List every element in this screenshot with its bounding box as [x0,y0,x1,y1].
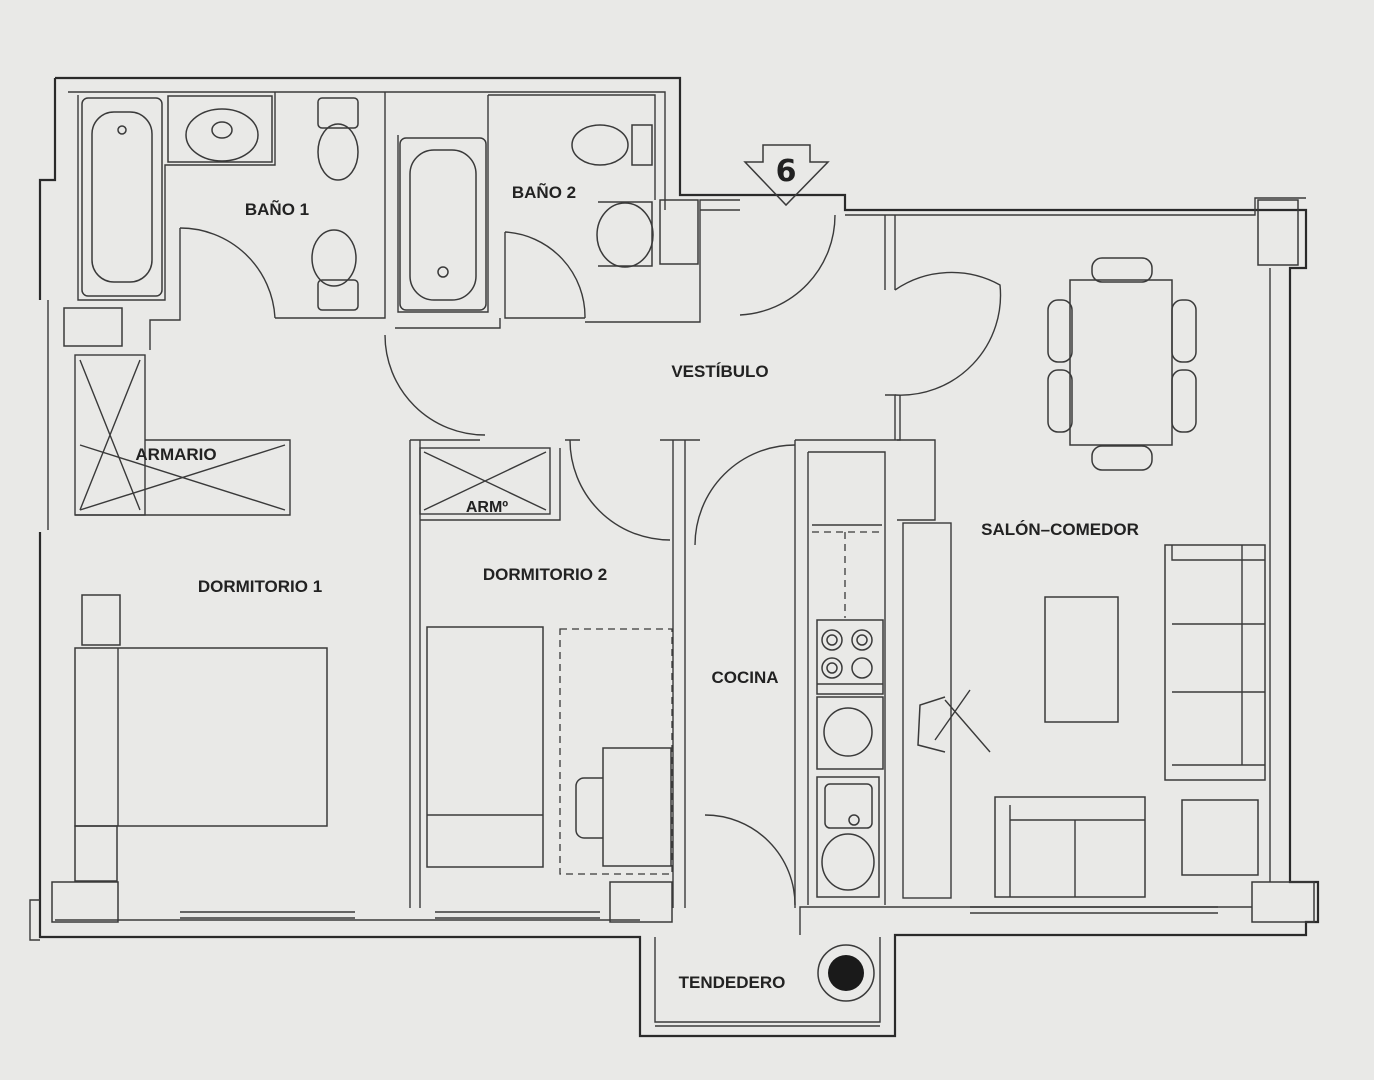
entrance-number: 6 [776,154,797,189]
dormitorio1-furniture [74,594,328,882]
tendedero-fixtures [817,944,875,1002]
kitchen-fixtures [812,524,884,898]
door-swings [179,209,1002,906]
label-tendedero: TENDEDERO [679,973,786,992]
label-dormitorio1: DORMITORIO 1 [198,577,322,596]
entrance-arrow: 6 [743,144,830,207]
label-armario2: ARMº [466,499,508,516]
label-bano1: BAÑO 1 [245,199,309,219]
interior-walls [63,92,952,908]
boiler-core [828,955,864,991]
room-labels: BAÑO 1 BAÑO 2 VESTÍBULO ARMARIO ARMº DOR… [135,182,1138,992]
dormitorio2-furniture [426,626,673,875]
boiler-icon [817,944,875,1002]
bath2-fixtures [399,124,699,311]
label-vestibulo: VESTÍBULO [671,362,768,381]
label-salon: SALÓN–COMEDOR [981,520,1139,539]
label-bano2: BAÑO 2 [512,182,576,202]
bath1-fixtures [81,95,359,311]
label-armario: ARMARIO [135,445,216,464]
label-dormitorio2: DORMITORIO 2 [483,565,607,584]
label-cocina: COCINA [711,668,778,687]
salon-furniture [917,257,1266,898]
outer-walls [29,76,1320,1038]
